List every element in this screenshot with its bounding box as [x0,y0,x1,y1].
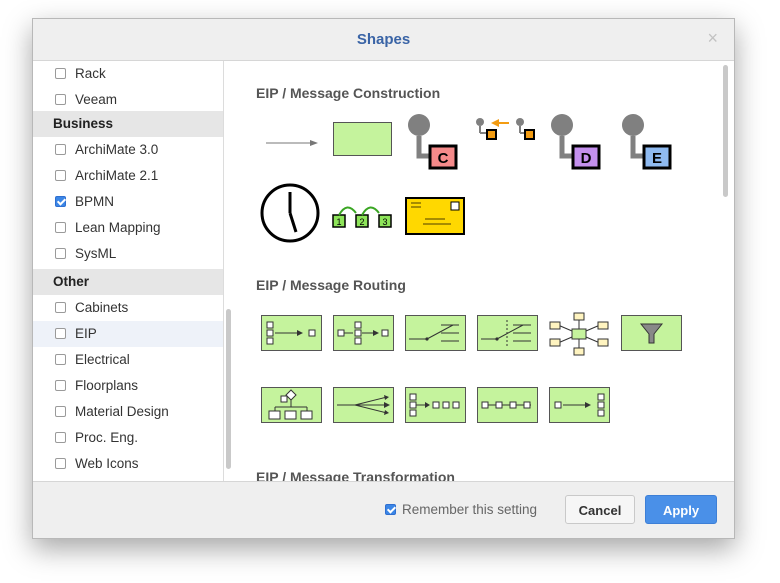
library-item-label: ArchiMate 3.0 [75,142,159,157]
section-title-routing: EIP / Message Routing [256,277,406,293]
step-2-label: 2 [359,217,364,227]
library-item-label: ArchiMate 2.1 [75,168,159,183]
step-3-label: 3 [382,217,387,227]
message-expiration-clock-shape[interactable] [259,182,321,244]
library-checkbox[interactable] [55,380,66,391]
close-icon[interactable]: × [707,28,718,48]
library-checkbox[interactable] [55,458,66,469]
aggregator-funnel-shape[interactable] [621,315,682,351]
library-checkbox[interactable] [55,406,66,417]
library-item-bpmn[interactable]: BPMN [33,189,223,215]
library-item-label: Floorplans [75,378,139,393]
library-checkbox[interactable] [55,248,66,259]
library-item-label: Lean Mapping [75,220,161,235]
library-item-archimate-2[interactable]: ArchiMate 2.1 [33,163,223,189]
command-message-shape[interactable]: C [405,112,461,170]
library-checkbox[interactable] [55,432,66,443]
library-item-label: Web Icons [75,456,139,471]
library-group-business: Business [33,111,223,137]
section-title-transformation: EIP / Message Transformation [256,469,455,481]
letter-c-label: C [438,150,449,167]
shape-preview-panel: EIP / Message Construction C [224,61,734,481]
composed-message-processor-shape[interactable] [261,387,322,423]
letter-d-label: D [581,150,592,167]
cancel-button[interactable]: Cancel [565,495,635,524]
library-item-veeam[interactable]: Veeam [33,87,223,113]
routing-slip-shape[interactable] [477,387,538,423]
splitter-shape[interactable] [549,387,610,423]
library-item-archimate-3[interactable]: ArchiMate 3.0 [33,137,223,163]
library-item-label: Proc. Eng. [75,430,139,445]
library-item-cabinets[interactable]: Cabinets [33,295,223,321]
library-item-label: Cabinets [75,300,129,315]
section-title-construction: EIP / Message Construction [256,85,441,101]
library-item-eip[interactable]: EIP [33,321,223,347]
library-item-label: EIP [75,326,97,341]
library-checkbox[interactable] [55,302,66,313]
library-checkbox[interactable] [55,68,66,79]
dialog-title: Shapes [356,31,411,48]
message-channel-arrow-shape[interactable] [264,137,320,149]
library-item-web-icons[interactable]: Web Icons [33,451,223,477]
dialog-titlebar: Shapes × [33,19,734,61]
shapes-dialog: Shapes × Rack Veeam Business ArchiMate 3… [32,18,735,539]
document-message-shape[interactable]: D [548,112,604,170]
request-reply-shape[interactable] [473,117,535,147]
library-item-label: Material Design [75,404,169,419]
splitter-hub-shape[interactable] [548,311,610,357]
library-item-electrical[interactable]: Electrical [33,347,223,373]
event-message-shape[interactable]: E [619,112,675,170]
library-item-label: SysML [75,246,117,261]
preview-scrollbar[interactable] [723,65,728,197]
message-sequence-shape[interactable]: 1 2 3 [331,201,393,231]
library-checkbox[interactable] [55,144,66,155]
dialog-footer: Remember this setting Cancel Apply [33,481,734,538]
library-group-other: Other [33,269,223,295]
remember-label: Remember this setting [402,502,538,517]
shape-library-list: Rack Veeam Business ArchiMate 3.0 ArchiM… [33,61,224,481]
apply-button[interactable]: Apply [645,495,717,524]
library-item-label: Electrical [75,352,130,367]
message-rectangle-shape[interactable] [333,122,392,156]
library-item-label: BPMN [75,194,115,209]
library-item-label: Rack [75,66,106,81]
library-item-floorplans[interactable]: Floorplans [33,373,223,399]
library-item-label: Veeam [75,92,118,107]
library-checkbox[interactable] [55,196,66,207]
step-1-label: 1 [336,217,341,227]
dynamic-router-shape[interactable] [405,315,466,351]
library-checkbox[interactable] [55,222,66,233]
letter-e-label: E [652,150,662,167]
content-based-router-shape[interactable] [261,315,322,351]
library-item-material-design[interactable]: Material Design [33,399,223,425]
envelope-wrapper-shape[interactable] [405,197,465,235]
library-checkbox[interactable] [55,328,66,339]
library-checkbox[interactable] [55,94,66,105]
library-checkbox[interactable] [55,354,66,365]
library-item-rack[interactable]: Rack [33,61,223,87]
library-item-sysml[interactable]: SysML [33,241,223,267]
resequencer-shape[interactable] [405,387,466,423]
library-group-label: Business [53,116,114,131]
message-filter-shape[interactable] [333,315,394,351]
library-item-lean-mapping[interactable]: Lean Mapping [33,215,223,241]
library-checkbox[interactable] [55,170,66,181]
library-item-proc-eng[interactable]: Proc. Eng. [33,425,223,451]
scatter-gather-shape[interactable] [333,387,394,423]
remember-checkbox[interactable] [385,504,396,515]
sidebar-scrollbar[interactable] [226,309,231,469]
recipient-list-shape[interactable] [477,315,538,351]
library-group-label: Other [53,274,90,289]
